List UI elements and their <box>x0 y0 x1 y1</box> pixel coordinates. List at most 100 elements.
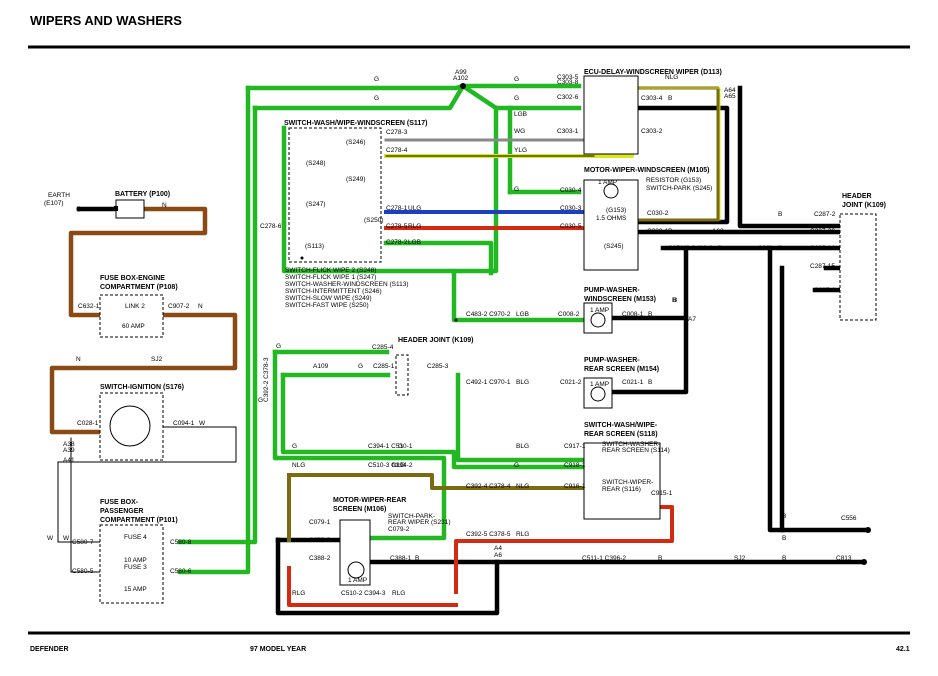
wire-label-c915-1: C915-1 <box>651 490 673 497</box>
amp-motor-rs: 1 AMP <box>348 577 367 584</box>
wire-label-ecu-c303-2: C303-2 <box>641 128 663 135</box>
amp-pump-ws: 1 AMP <box>590 307 609 314</box>
wire-label-c079-1: C079-1 <box>309 519 331 526</box>
wire-label-w3: W <box>63 535 70 542</box>
fuse4-label: FUSE 4 <box>124 534 147 541</box>
wire-label-g11: G <box>258 397 263 404</box>
s117-sub-6: (S113) <box>305 243 324 250</box>
wire-label-c030-5: C030-5 <box>560 223 582 230</box>
wire-label-n2: N <box>198 303 203 310</box>
sw-rs-wash-2: REAR SCREEN (S114) <box>602 447 670 454</box>
wire-label-c008-1: C008-1 <box>622 311 644 318</box>
fuse-eng-title-2: COMPARTMENT (P108) <box>100 284 178 291</box>
sw-rs-title-1: SWITCH-WASH/WIPE- <box>584 422 658 429</box>
legend-s117-5: SWITCH-FAST WIPE (S250) <box>285 302 369 309</box>
wire-label-blg1: BLG <box>516 379 529 386</box>
wire-label-b12: B <box>782 555 786 562</box>
wires-brown <box>49 206 238 435</box>
wire-label-ulg: ULG <box>408 205 421 212</box>
wire-label-rlg4: RLG <box>392 590 405 597</box>
wire-label-a99: A99 <box>455 69 467 76</box>
wire-label-top-g4: G <box>514 95 519 102</box>
wire-label-blg2: BLG <box>516 443 529 450</box>
wire-label-b7: B <box>672 297 676 304</box>
wire-label-b14: B <box>782 535 786 542</box>
wire-label-c813: C813 <box>836 555 852 562</box>
wire-label-nlg3: NLG <box>392 462 405 469</box>
wire-label-a38: A38 <box>63 441 75 448</box>
wire-label-c917-1: C917-1 <box>564 443 586 450</box>
wire-label-ecu-b1: B <box>668 95 672 102</box>
fuse-eng-title-1: FUSE BOX-ENGINE <box>100 275 165 282</box>
sw-rs-wash-1: SWITCH-WASHER- <box>602 441 660 448</box>
link-label: LINK 2 <box>125 303 145 310</box>
wire-label-ecu-c303-5: C303-5 <box>557 74 579 81</box>
wires-green <box>177 82 593 575</box>
wire-label-a41: A41 <box>63 457 75 464</box>
legend-s117-0: SWITCH-FLICK WIPE 2 (S248) <box>285 267 376 274</box>
link-amp: 60 AMP <box>122 323 145 330</box>
wire-label-sj1: SJ1 <box>758 245 770 252</box>
wire-label-top-g3: G <box>514 76 519 83</box>
wire-label-b15: B <box>673 297 677 304</box>
s117-sub-3: (S249) <box>346 176 366 183</box>
wire-label-c021-1: C021-1 <box>622 379 644 386</box>
wire-label-c388-1: C388-1 <box>390 555 412 562</box>
ecu-box <box>583 75 639 155</box>
wire-label-c580-5: C580-5 <box>72 568 94 575</box>
wire-label-ecu-c303-8: C303-8 <box>557 79 579 86</box>
wire-label-c028-1: C028-1 <box>77 420 99 427</box>
wire-label-c510-2: C510-2 C394-3 <box>341 590 386 597</box>
wire-label-c970-3: C970-3 C483-3 <box>668 245 713 252</box>
wire-label-c916-1: C916-1 <box>564 483 586 490</box>
wire-label-c907-2: C907-2 <box>168 303 190 310</box>
wire-label-c394-1: C394-1 C510-1 <box>368 443 413 450</box>
wire-label-a62: A62 <box>712 228 724 235</box>
amp-ws: 1 AMP <box>598 179 617 186</box>
wire-label-c287-15: C287-15 <box>810 263 835 270</box>
switch-ws-title: SWITCH-WASH/WIPE-WINDSCREEN (S117) <box>284 120 428 127</box>
sw-rs-title-2: REAR SCREEN (S118) <box>584 431 658 438</box>
wire-label-ylg1: YLG <box>514 147 527 154</box>
wire-label-c511-1: C511-1 C396-2 <box>582 555 626 562</box>
wire-label-c030-1: C030-1 <box>647 228 669 235</box>
wire-label-c030-4: C030-4 <box>560 187 582 194</box>
wire-label-g9: G <box>398 443 403 450</box>
wire-label-c580-8: C580-8 <box>170 539 192 546</box>
wire-label-b5: B <box>778 245 782 252</box>
wire-label-sj2a: SJ2 <box>151 356 163 363</box>
pump-rs-title-2: REAR SCREEN (M154) <box>584 366 659 373</box>
wire-label-g10: G <box>514 462 519 469</box>
wire-label-c580-6: C580-6 <box>170 568 192 575</box>
hj-right-title-2: JOINT (K109) <box>842 202 886 209</box>
pump-ws-title-2: WINDSCREEN (M153) <box>584 296 656 303</box>
motor-rs-title-2: SCREEN (M106) <box>333 506 386 513</box>
wire-label-c285-1: C285-1 <box>373 363 395 370</box>
legend-s117-2: SWITCH-WASHER-WINDSCREEN (S113) <box>285 281 409 288</box>
motor-rs-park-2: REAR WIPER (S231) <box>388 519 451 526</box>
wire-label-g8: G <box>292 443 297 450</box>
wire-label-c278-4: C278-4 <box>386 147 408 154</box>
wire-label-a7: A7 <box>688 316 696 323</box>
pump-ws-title-1: PUMP-WASHER- <box>584 287 640 294</box>
wire-label-c392-5: C392-5 C378-5 <box>466 531 511 538</box>
wire-label-c079-3: C079-3 <box>309 537 331 544</box>
wire-label-lgb1: LGB <box>514 111 527 118</box>
wire-label-c285-4: C285-4 <box>372 344 394 351</box>
wire-label-c632-1: C632-1 <box>78 303 100 310</box>
legend-s117-1: SWITCH-FLICK WIPE 1 (S247) <box>285 274 376 281</box>
wire-label-a102: A102 <box>453 75 469 82</box>
wire-label-nlg2: NLG <box>292 462 305 469</box>
battery-box <box>115 199 145 219</box>
wire-label-c021-2: C021-2 <box>560 379 582 386</box>
s117-sub-5: (S250) <box>364 217 384 224</box>
wire-label-b3: B <box>718 245 722 252</box>
s117-sub-2: (S248) <box>306 160 326 167</box>
wire-label-c030-3: C030-3 <box>560 205 582 212</box>
wire-label-g5: G <box>514 186 519 193</box>
wire-label-c278-3: C278-3 <box>386 129 408 136</box>
wire-label-a4: A4 <box>494 545 502 552</box>
hj-mid-title: HEADER JOINT (K109) <box>398 337 473 344</box>
motor-ws-park: SWITCH-PARK (S245) <box>646 185 712 192</box>
fuse3-amp: 15 AMP <box>124 586 147 593</box>
